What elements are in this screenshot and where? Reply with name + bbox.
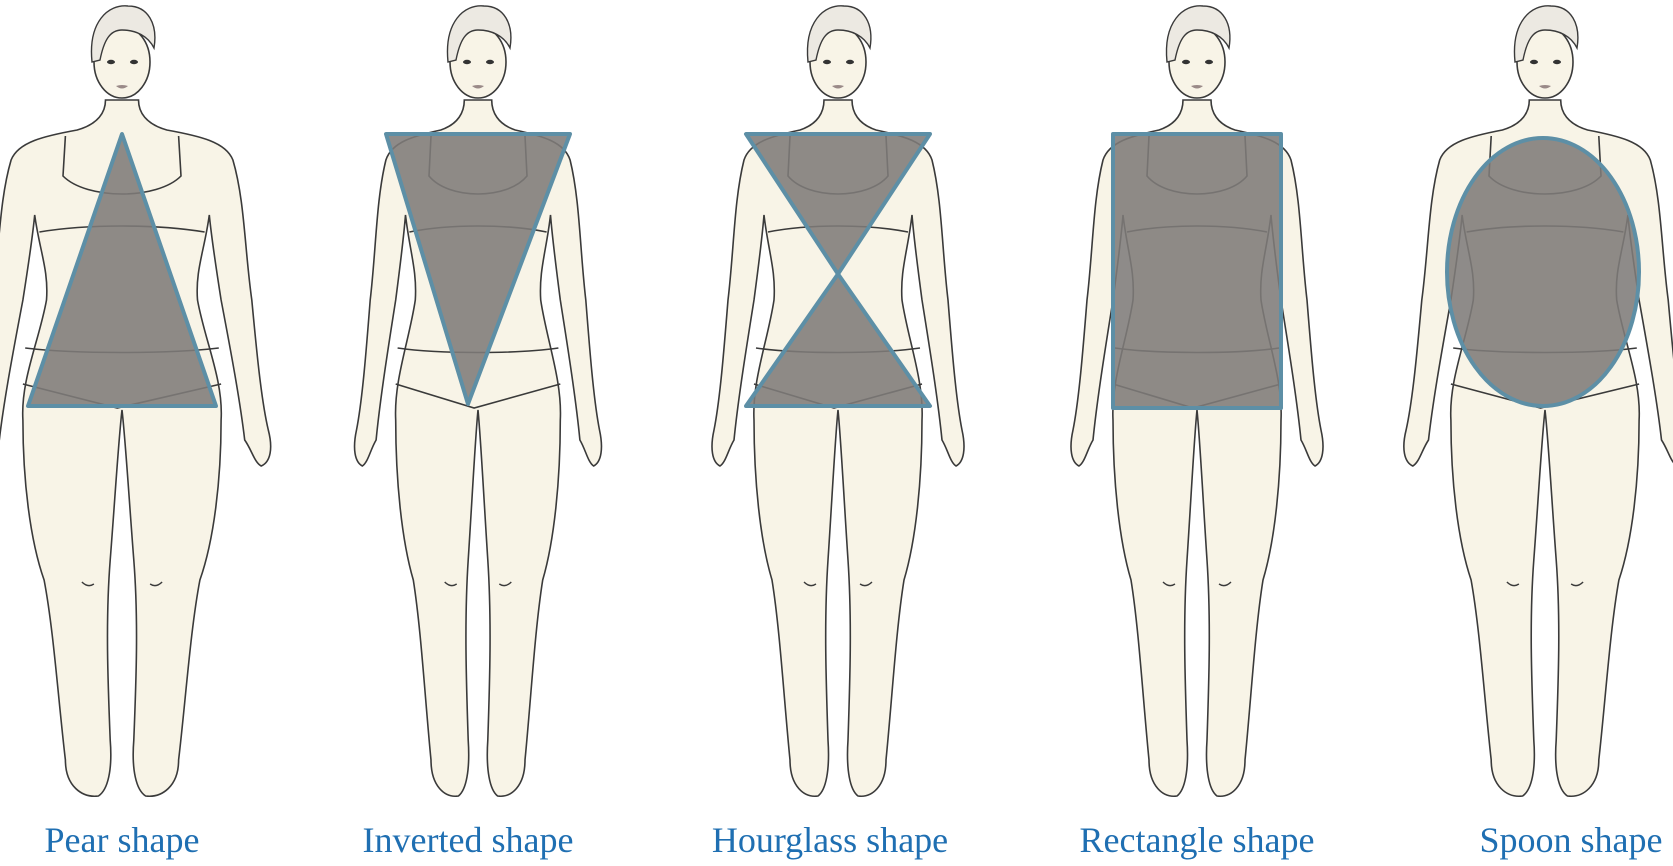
right-eye xyxy=(1205,60,1213,64)
figure-oval xyxy=(1404,6,1673,796)
right-eye xyxy=(130,60,138,64)
figures-layer xyxy=(0,6,1673,796)
rectangle-overlay xyxy=(1113,134,1281,408)
right-eye xyxy=(1553,60,1561,64)
caption-inverted-shape: Inverted shape xyxy=(363,818,574,862)
right-eye xyxy=(486,60,494,64)
left-eye xyxy=(823,60,831,64)
caption-pear-shape: Pear shape xyxy=(45,818,200,862)
caption-spoon-shape: Spoon shape xyxy=(1480,818,1663,862)
left-eye xyxy=(463,60,471,64)
oval-overlay xyxy=(1447,138,1639,406)
left-eye xyxy=(1530,60,1538,64)
left-eye xyxy=(1182,60,1190,64)
figure-rectangle xyxy=(1071,6,1323,796)
figure-hourglass xyxy=(712,6,964,796)
caption-rectangle-shape: Rectangle shape xyxy=(1080,818,1315,862)
right-eye xyxy=(846,60,854,64)
figure-triangle-down xyxy=(355,6,602,796)
caption-hourglass-shape: Hourglass shape xyxy=(712,818,948,862)
figure-triangle-up xyxy=(0,6,271,796)
left-eye xyxy=(107,60,115,64)
